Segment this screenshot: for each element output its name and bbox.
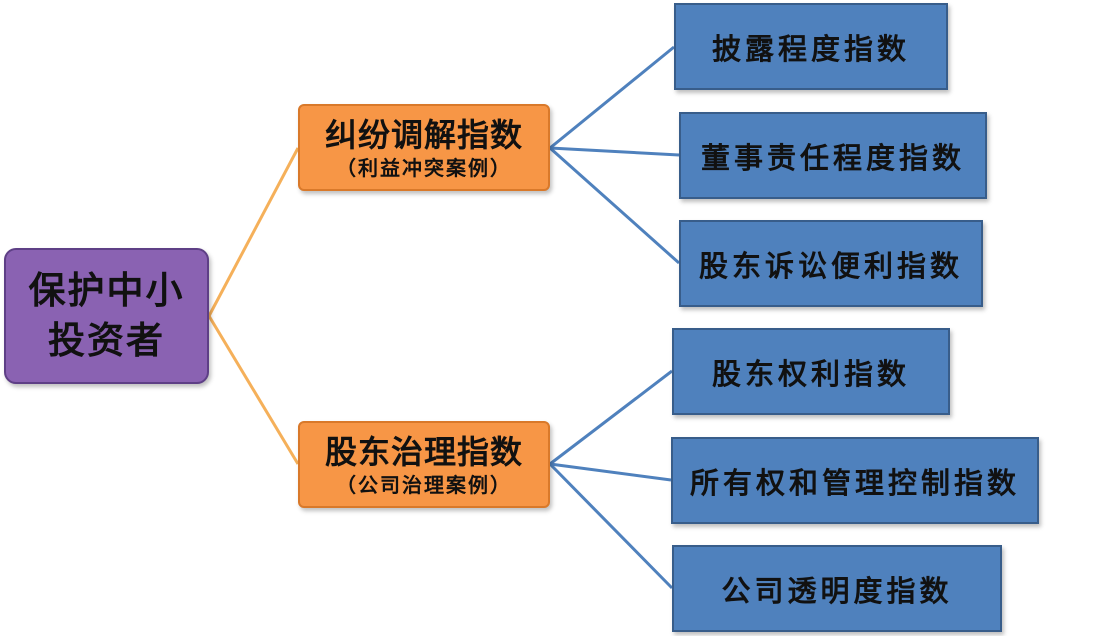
- leaf-node-shareholder-rights-index: 股东权利指数: [672, 328, 950, 415]
- connector-branch-2-to-leaf-6: [548, 462, 674, 590]
- leaf-node-disclosure-index: 披露程度指数: [674, 3, 948, 90]
- leaf-label: 披露程度指数: [711, 31, 910, 66]
- branch-node-dispute-resolution: 纠纷调解指数 （利益冲突案例）: [298, 104, 550, 191]
- connector-branch-1-to-leaf-1: [549, 45, 675, 150]
- branch-node-shareholder-governance: 股东治理指数 （公司治理案例）: [298, 421, 550, 508]
- root-node: 保护中小 投资者: [4, 248, 209, 384]
- connector-branch-2-to-leaf-4: [549, 369, 673, 466]
- branch-title: 股东治理指数: [324, 432, 523, 471]
- leaf-label: 股东诉讼便利指数: [698, 248, 963, 283]
- connector-root-to-branch-2: [207, 315, 300, 465]
- branch-title: 纠纷调解指数: [324, 115, 523, 154]
- branch-subtitle: （利益冲突案例）: [336, 155, 512, 180]
- connector-root-to-branch-1: [207, 147, 300, 317]
- leaf-node-director-liability-index: 董事责任程度指数: [679, 112, 987, 199]
- branch-subtitle: （公司治理案例）: [336, 472, 512, 497]
- root-label-line-2: 投资者: [48, 319, 165, 362]
- leaf-node-ownership-control-index: 所有权和管理控制指数: [671, 437, 1039, 524]
- connector-branch-1-to-leaf-3: [549, 146, 680, 265]
- leaf-node-corporate-transparency-index: 公司透明度指数: [672, 545, 1002, 632]
- leaf-label: 公司透明度指数: [721, 573, 953, 608]
- connector-branch-1-to-leaf-2: [549, 146, 680, 157]
- connector-branch-2-to-leaf-5: [549, 462, 672, 482]
- leaf-label: 所有权和管理控制指数: [689, 465, 1020, 500]
- root-label-line-1: 保护中小: [28, 269, 185, 312]
- leaf-node-shareholder-suits-index: 股东诉讼便利指数: [679, 220, 983, 307]
- leaf-label: 股东权利指数: [711, 356, 910, 391]
- leaf-label: 董事责任程度指数: [700, 140, 965, 175]
